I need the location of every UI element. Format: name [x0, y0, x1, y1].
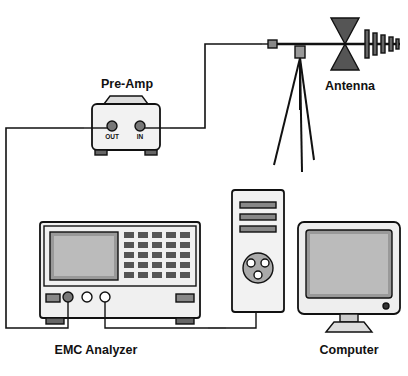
- power-button: [383, 303, 389, 309]
- analyzer-knob: [82, 292, 92, 302]
- monitor-neck: [340, 314, 358, 322]
- analyzer-body: [40, 222, 200, 318]
- monitor: [298, 222, 400, 314]
- cable-stub: [105, 302, 208, 328]
- in-jack: [135, 121, 145, 131]
- cable: [208, 327, 226, 329]
- tower-fan: [243, 253, 273, 283]
- device-label: EMC Analyzer: [55, 344, 138, 358]
- device-node: Pre-Amp: [84, 76, 170, 158]
- bowtie-element: [331, 18, 359, 44]
- foot: [95, 150, 107, 155]
- analyzer-button: [46, 294, 60, 302]
- device-node: Antenna: [262, 18, 406, 186]
- antenna-connector: [268, 40, 277, 48]
- cable: [6, 128, 84, 328]
- preamp-handle: [104, 96, 148, 104]
- cable: [170, 44, 262, 128]
- device-node: Computer: [226, 186, 404, 364]
- device-label: Computer: [319, 344, 378, 358]
- device-label: Pre-Amp: [101, 78, 153, 92]
- device-node: EMC Analyzer: [22, 200, 208, 365]
- jack-label: IN: [137, 134, 144, 141]
- tripod-head: [295, 46, 305, 58]
- analyzer-screen: [50, 232, 118, 280]
- analyzer-knob: [100, 292, 110, 302]
- bowtie-element: [331, 44, 359, 70]
- log-periodic-elements: [365, 30, 399, 58]
- tripod: [274, 58, 314, 172]
- device-label: Antenna: [325, 80, 375, 94]
- monitor-screen: [306, 230, 392, 298]
- out-jack: [107, 121, 117, 131]
- foot: [176, 318, 194, 324]
- cable-stub: [226, 312, 256, 328]
- computer-tower: [232, 190, 284, 312]
- drive-bay: [240, 226, 276, 232]
- input-jack: [63, 292, 73, 302]
- foot: [46, 318, 64, 324]
- foot: [145, 150, 157, 155]
- cable-stub: [22, 302, 68, 328]
- preamp-box: [92, 104, 160, 150]
- jack-label: OUT: [105, 134, 119, 141]
- drive-bay: [240, 202, 276, 208]
- cable-stub: [262, 43, 268, 44]
- monitor-stand: [326, 322, 372, 332]
- drive-bay: [240, 214, 276, 220]
- analyzer-panel: [44, 226, 196, 286]
- analyzer-button: [176, 294, 194, 302]
- analyzer-keypad: [124, 232, 190, 278]
